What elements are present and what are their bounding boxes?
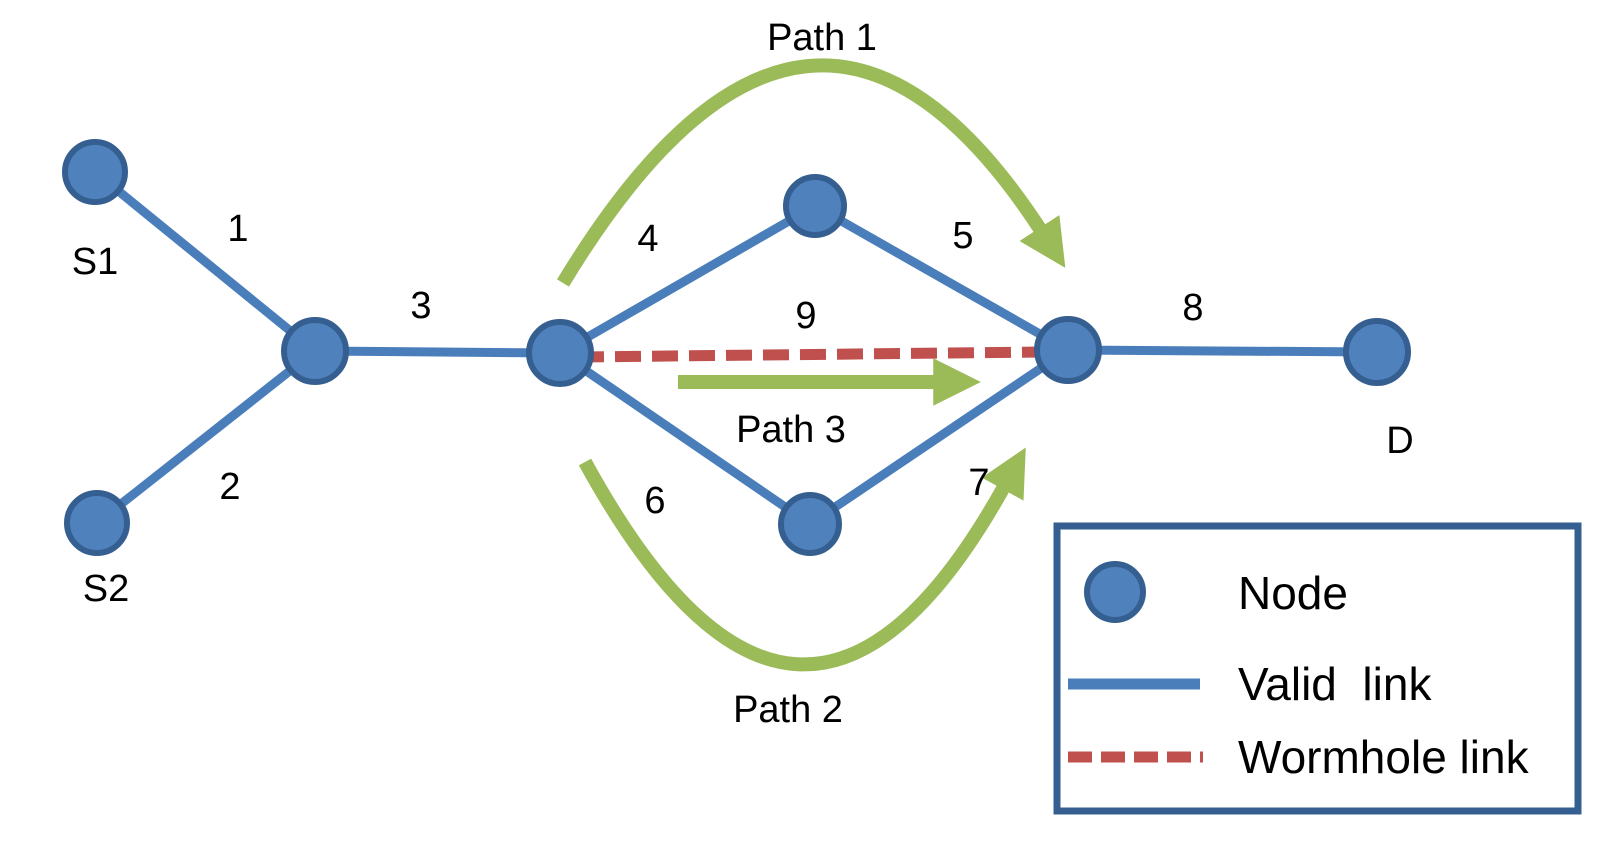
node-s2 [64,490,130,556]
path-label-3: Path 3 [736,409,846,451]
node-label-s2: S2 [82,568,130,610]
link-1 [90,167,320,356]
path-2-arrow [578,447,1026,672]
node-relay-2 [526,319,594,387]
legend-label-valid-link: Valid link [1238,658,1432,710]
path-label-2: Path 2 [733,689,843,731]
link-label-9: 9 [795,295,817,337]
node-relay-top [783,174,847,238]
legend-box [1053,522,1582,815]
link-label-5: 5 [952,215,974,257]
node-d [1343,318,1411,386]
wormhole-link-9 [577,346,1043,363]
link-label-8: 8 [1182,287,1204,329]
node-s1 [62,139,128,205]
link-label-3: 3 [410,285,432,327]
link-6 [555,348,815,529]
legend-label-wormhole-link: Wormhole link [1238,731,1529,783]
link-label-7: 7 [968,462,990,504]
legend-label-node: Node [1238,567,1348,619]
legend-node-icon [1084,561,1146,623]
link-8 [1063,345,1382,357]
path-1-arrow [557,58,1066,287]
node-label-s1: S1 [71,241,119,283]
link-5 [810,201,1073,355]
node-relay-1 [281,317,349,385]
link-4 [555,201,820,358]
node-relay-bottom [778,492,842,556]
link-label-4: 4 [637,218,659,260]
link-3 [310,346,565,358]
link-7 [805,345,1073,529]
link-label-2: 2 [219,466,241,508]
link-label-1: 1 [227,208,249,250]
link-label-6: 6 [644,480,666,522]
path-label-1: Path 1 [767,17,877,59]
node-relay-3 [1034,316,1102,384]
node-label-d: D [1386,420,1414,462]
link-2 [92,346,320,528]
